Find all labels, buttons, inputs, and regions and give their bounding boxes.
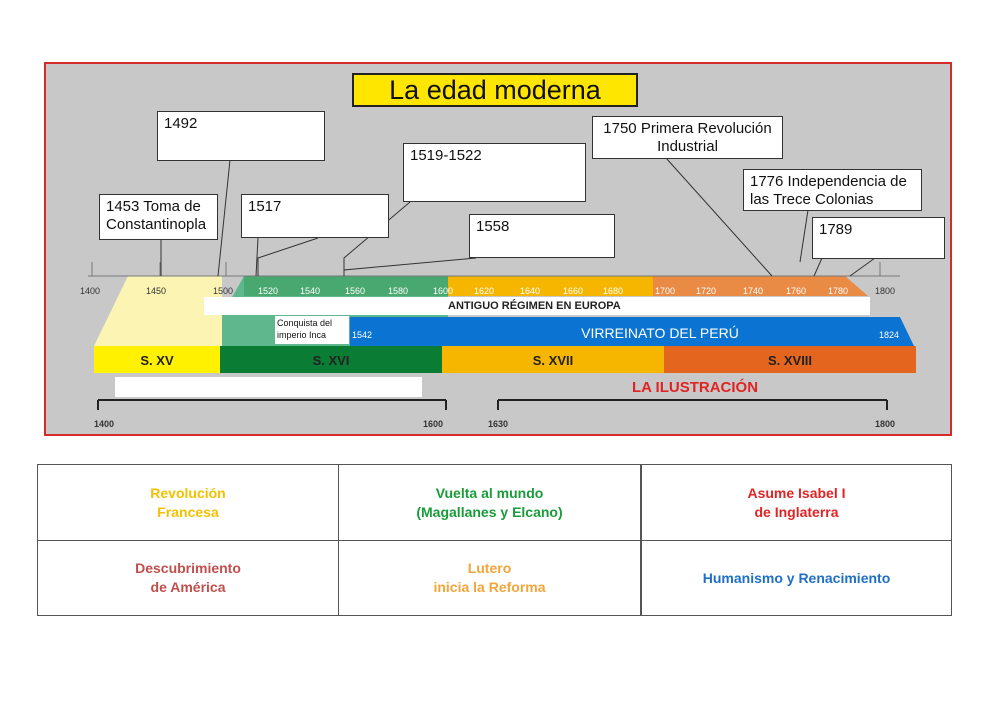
callout-1558: 1558 [469, 214, 615, 258]
band-green-top [244, 276, 448, 296]
blank-strip [115, 377, 422, 397]
virreinato-start: 1542 [352, 330, 373, 340]
top-tick-1640: 1640 [520, 286, 541, 296]
top-tick-1780: 1780 [828, 286, 849, 296]
century-s16: S. XVI [312, 353, 350, 368]
top-tick-1800: 1800 [875, 286, 896, 296]
top-tick-1500: 1500 [213, 286, 234, 296]
s16-band [220, 346, 442, 373]
callout-1492: 1492 [157, 111, 325, 161]
callout-1776: 1776 Independencia de las Trece Colonias [743, 169, 922, 211]
band-orange-top [653, 276, 868, 296]
top-tick-1660: 1660 [563, 286, 584, 296]
page-title: La edad moderna [352, 73, 638, 107]
callout-1750: 1750 Primera Revolución Industrial [592, 116, 783, 159]
top-tick-1400: 1400 [80, 286, 101, 296]
antiguo-regimen-strip [204, 297, 870, 315]
century-s18: S. XVIII [767, 353, 813, 368]
top-tick-1560: 1560 [345, 286, 366, 296]
answer-cell-0-2[interactable]: Asume Isabel I de Inglaterra [641, 464, 952, 541]
virreinato-label: VIRREINATO DEL PERÚ [581, 325, 739, 341]
s15-prism [94, 276, 222, 346]
axis-label-1630: 1630 [488, 419, 509, 429]
top-tick-1620: 1620 [474, 286, 495, 296]
top-tick-1600: 1600 [433, 286, 454, 296]
conquista-inca-label: Conquista del imperio Inca [275, 316, 349, 344]
axis-label-1400: 1400 [94, 419, 115, 429]
answer-cell-1-0[interactable]: Descubrimiento de América [37, 540, 339, 616]
s18-band [664, 346, 916, 373]
top-tick-1680: 1680 [603, 286, 624, 296]
answer-cell-1-2[interactable]: Humanismo y Renacimiento [641, 540, 952, 616]
virreinato-end: 1824 [879, 330, 900, 340]
virreinato-band [350, 317, 914, 346]
top-tick-1520: 1520 [258, 286, 279, 296]
top-tick-1740: 1740 [743, 286, 764, 296]
top-tick-1450: 1450 [146, 286, 167, 296]
band-yellow-top [448, 276, 653, 296]
top-tick-1540: 1540 [300, 286, 321, 296]
century-s17: S. XVII [532, 353, 574, 368]
top-tick-1760: 1760 [786, 286, 807, 296]
callout-1519-1522: 1519-1522 [403, 143, 586, 202]
answer-cell-0-1[interactable]: Vuelta al mundo (Magallanes y Elcano) [338, 464, 641, 541]
axis-label-1800: 1800 [875, 419, 896, 429]
antiguo-regimen-label: ANTIGUO RÉGIMEN EN EUROPA [448, 300, 621, 312]
century-s15: S. XV [140, 353, 174, 368]
s15-band [94, 346, 220, 373]
axis-label-1600: 1600 [423, 419, 444, 429]
top-tick-1580: 1580 [388, 286, 409, 296]
callout-1789: 1789 [812, 217, 945, 259]
callout-1517: 1517 [241, 194, 389, 238]
answer-cell-1-1[interactable]: Lutero inicia la Reforma [338, 540, 641, 616]
s17-band [442, 346, 664, 373]
top-tick-1720: 1720 [696, 286, 717, 296]
answer-cell-0-0[interactable]: Revolución Francesa [37, 464, 339, 541]
ilustracion-label: LA ILUSTRACIÓN [631, 379, 759, 396]
top-tick-1700: 1700 [655, 286, 676, 296]
callout-1453: 1453 Toma de Constantinopla [99, 194, 218, 240]
